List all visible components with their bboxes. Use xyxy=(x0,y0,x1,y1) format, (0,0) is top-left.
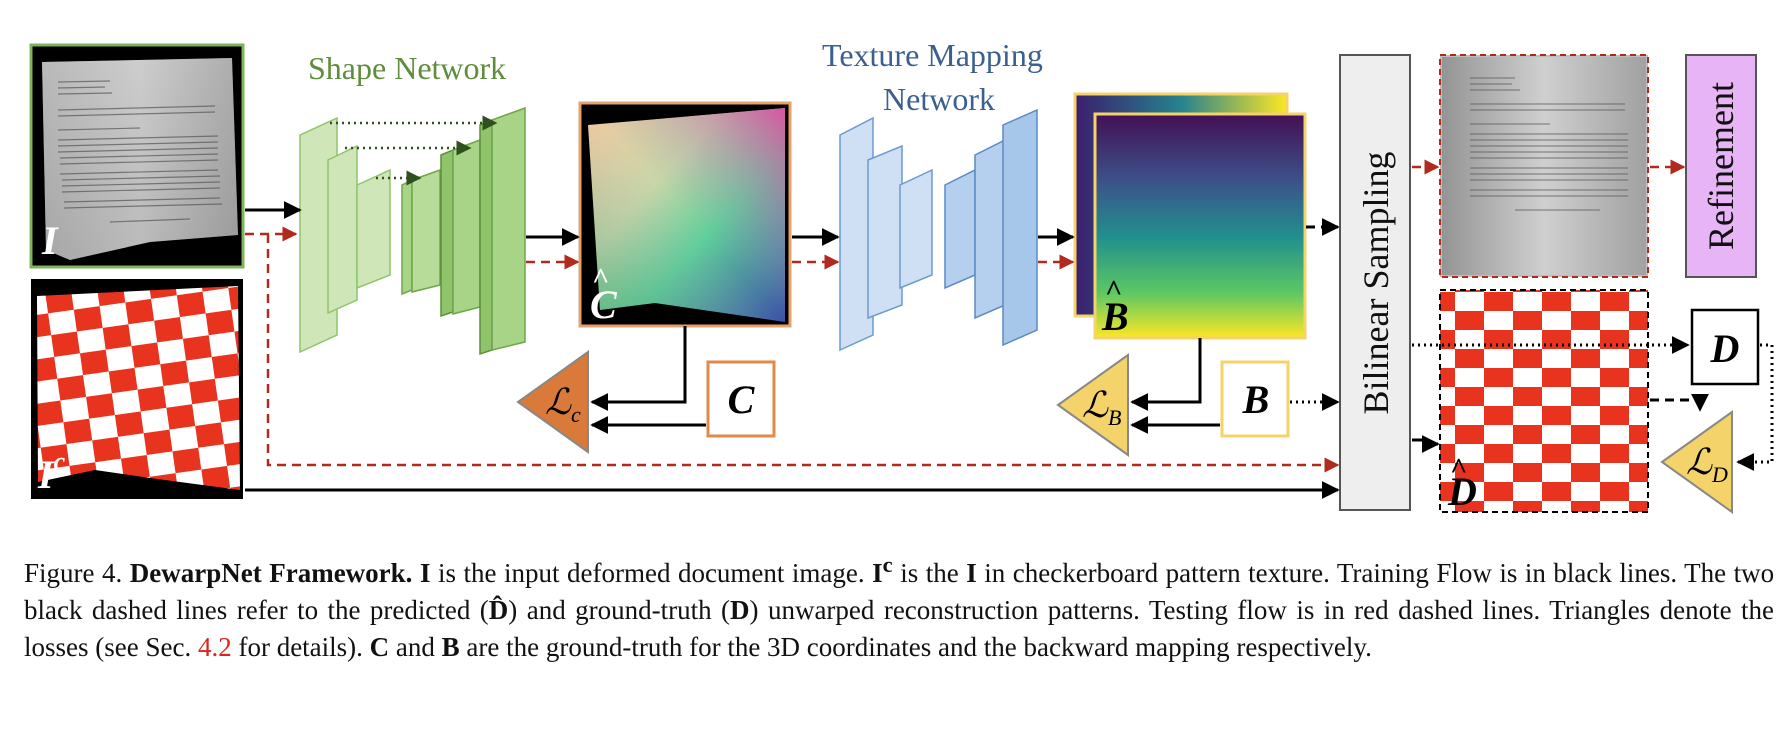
caption-sym-i2: I xyxy=(966,558,977,588)
input-document-image: I xyxy=(29,43,245,269)
caption-section-link[interactable]: 4.2 xyxy=(197,632,232,662)
gt-coordinates-box: C xyxy=(706,360,776,438)
predicted-coordinates-map: C ^ xyxy=(578,101,792,328)
tm-decoder-3 xyxy=(1002,108,1038,347)
caption-sym-i: I xyxy=(419,558,431,588)
predicted-backward-map: B ^ xyxy=(1073,92,1307,340)
caption-text-2: is the xyxy=(900,558,959,588)
refinement-block: Refinement xyxy=(1685,54,1757,278)
testing-flow-arrows xyxy=(245,159,1686,473)
input-image-label: I xyxy=(41,218,59,263)
gt-coords-label: C xyxy=(728,377,756,422)
gt-backward-box: B xyxy=(1220,360,1290,438)
caption-text-6: for details). xyxy=(238,632,363,662)
bottleneck-layer-2 xyxy=(411,168,441,293)
gt-unwarp-label: D xyxy=(1710,326,1740,371)
decoder-layer-4 xyxy=(491,106,526,351)
loss-d-label: ℒD xyxy=(1686,442,1728,487)
caption-text-5: ) unwarped reconstruction patterns. Test… xyxy=(24,595,1774,662)
tm-decoder-2 xyxy=(974,138,1006,320)
pred-coords-label: C xyxy=(590,282,618,327)
document-text-lines xyxy=(57,80,223,223)
bottleneck-layer-1 xyxy=(401,178,413,296)
decoder-layer-3 xyxy=(479,118,493,356)
figure-caption: Figure 4. DewarpNet Framework. I is the … xyxy=(24,546,1774,666)
training-flow-arrows xyxy=(245,201,1440,499)
caption-text-3: in checkerboard pattern texture. Trainin… xyxy=(24,558,1775,625)
shape-network xyxy=(299,106,526,356)
hat-mark-d: ^ xyxy=(1450,452,1467,485)
bilinear-label: Bilinear Sampling xyxy=(1356,152,1396,415)
texture-network-label-1: Texture Mapping xyxy=(822,37,1043,73)
black-dotted-arrows xyxy=(1290,336,1774,471)
encoder-layer-3 xyxy=(356,168,391,290)
gt-unwarp-box: D xyxy=(1690,308,1760,386)
tm-encoder-1 xyxy=(839,116,874,352)
pred-unwarp-label: D xyxy=(1447,469,1477,514)
tm-encoder-2 xyxy=(867,144,903,320)
tm-decoder-1 xyxy=(944,168,976,290)
encoder-layer-2 xyxy=(327,144,358,315)
bilinear-sampling-block: Bilinear Sampling xyxy=(1339,54,1411,511)
shape-network-label: Shape Network xyxy=(308,50,506,86)
black-dashed-arrows xyxy=(1306,218,1709,412)
decoder-layer-1 xyxy=(440,148,454,318)
caption-sym-d: D xyxy=(730,595,750,625)
caption-sym-c: C xyxy=(369,632,390,662)
caption-text-8: are the ground-truth for the 3D coordina… xyxy=(466,632,1372,662)
input-checker-label: Ic xyxy=(37,447,66,497)
loss-b-label: ℒB xyxy=(1082,385,1121,430)
tm-encoder-3 xyxy=(899,168,933,290)
caption-text-7: and xyxy=(395,632,435,662)
output-dewarped-document xyxy=(1439,54,1649,278)
gt-backward-label: B xyxy=(1242,377,1270,422)
loss-c-triangle: ℒc xyxy=(516,350,589,454)
loss-b-triangle: ℒB xyxy=(1056,353,1129,457)
texture-network-label-2: Network xyxy=(883,81,995,117)
skip-connections xyxy=(330,115,498,186)
caption-sym-ic: Ic xyxy=(872,552,893,588)
predicted-unwarp-pattern: D ^ xyxy=(1439,289,1649,514)
hat-mark-b: ^ xyxy=(1105,274,1122,307)
caption-fig-number: Figure 4. xyxy=(24,558,123,588)
caption-sym-dhat: D̂ xyxy=(488,595,509,625)
refinement-label: Refinement xyxy=(1701,82,1741,250)
caption-sym-b: B xyxy=(441,632,460,662)
pred-backward-label: B xyxy=(1101,294,1129,339)
caption-text-1: is the input deformed document image. xyxy=(437,558,865,588)
loss-d-triangle: ℒD xyxy=(1660,410,1733,514)
input-checkerboard-image: Ic xyxy=(31,279,243,499)
texture-mapping-network xyxy=(839,108,1038,352)
loss-c-label: ℒc xyxy=(545,382,581,427)
caption-text-4: ) and ground-truth ( xyxy=(508,595,731,625)
decoder-layer-2 xyxy=(452,138,481,315)
caption-title: DewarpNet Framework. xyxy=(129,558,413,588)
dewarpnet-diagram: I Ic Shape Network C ^ Texture xyxy=(29,37,1774,514)
hat-mark-c: ^ xyxy=(592,262,609,295)
